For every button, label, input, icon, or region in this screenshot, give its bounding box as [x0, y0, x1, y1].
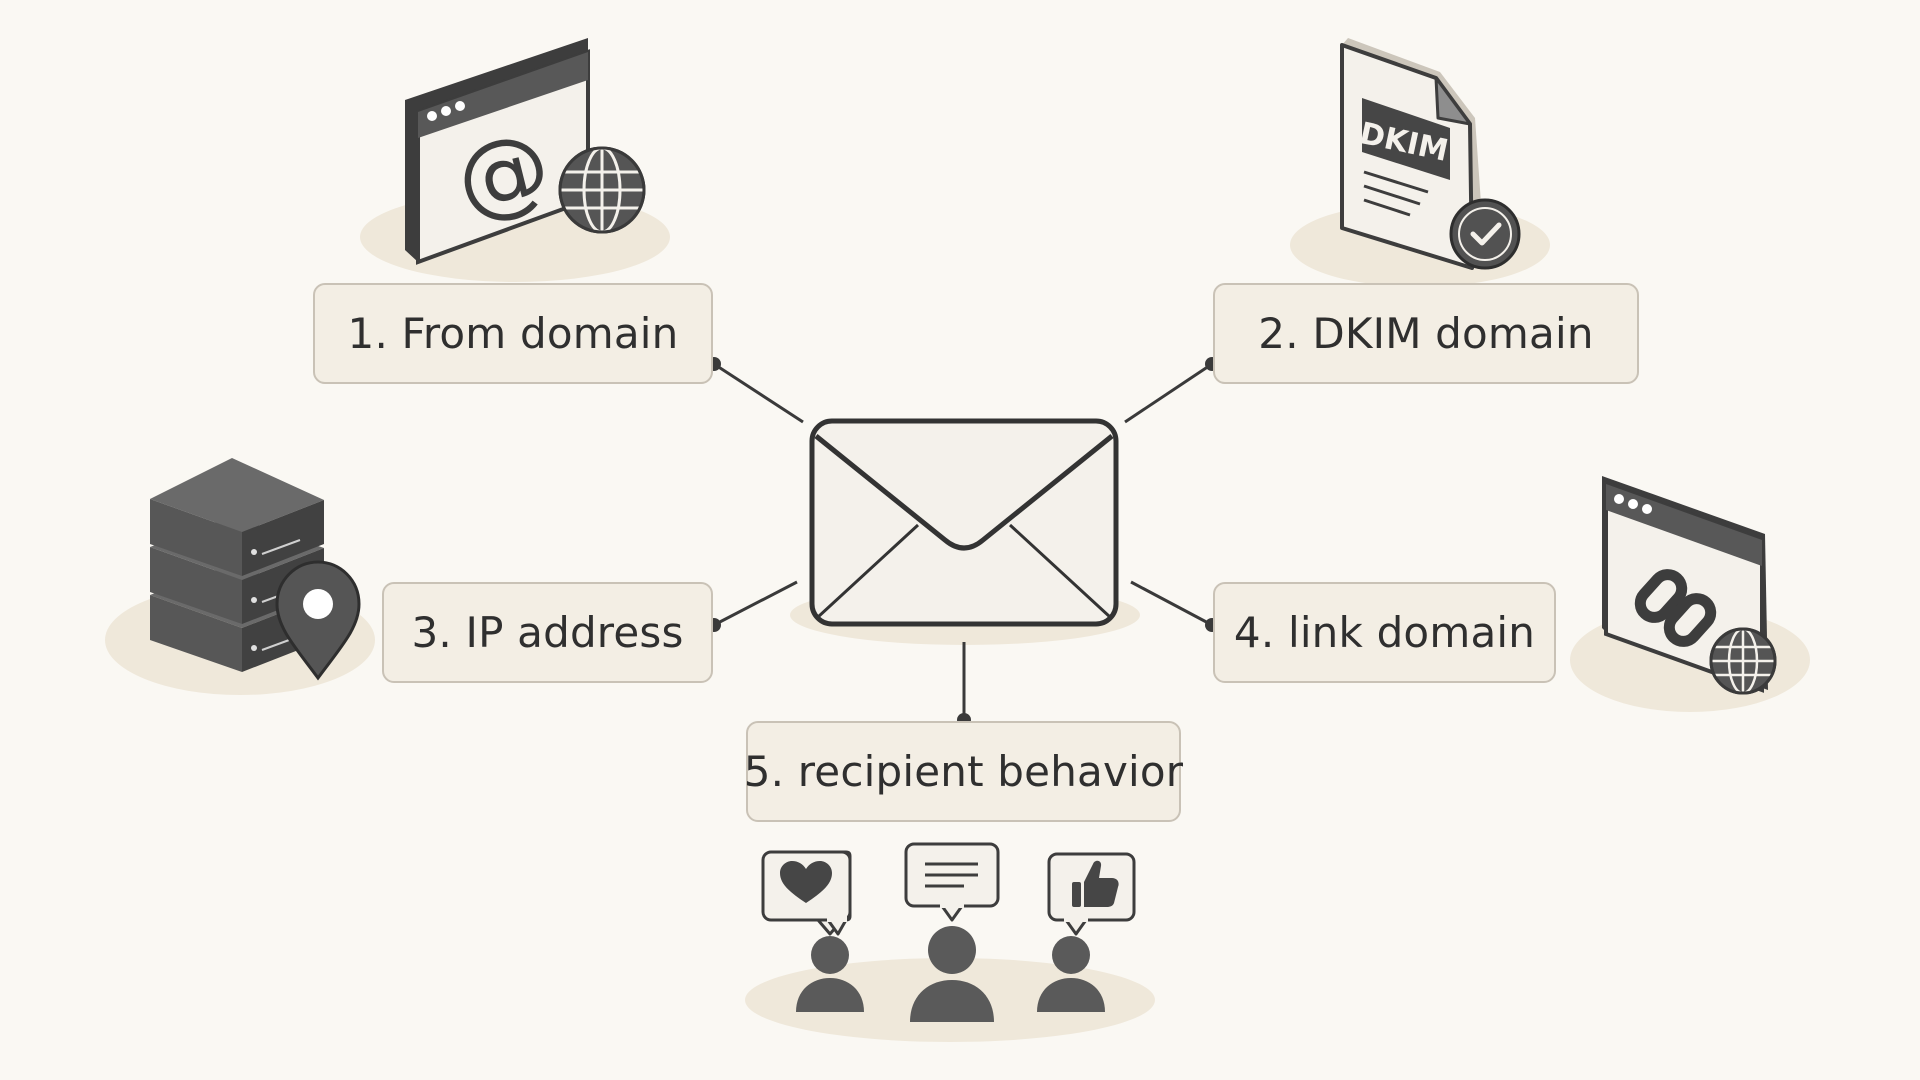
thumbs-up-bubble-icon: [1047, 852, 1136, 936]
person-center-icon: [910, 926, 994, 1022]
envelope-icon: [809, 418, 1119, 627]
check-badge-icon: [1449, 198, 1521, 270]
browser-link-globe-icon: [1602, 476, 1777, 695]
message-bubble-icon: [904, 842, 1000, 922]
connector-dkim-domain: [1124, 362, 1213, 424]
chain-link-icon: [1634, 569, 1717, 647]
server-location-pin-icon: [150, 458, 361, 681]
location-pin-icon: [275, 560, 361, 681]
globe-icon: [1709, 627, 1777, 695]
connector-from-domain: [713, 362, 804, 424]
label-link-domain: 4. link domain: [1213, 582, 1556, 683]
server-unit-top: [150, 458, 324, 576]
heart-bubble-icon: [761, 850, 852, 936]
person-right-icon: [1037, 936, 1105, 1012]
label-dkim-domain: 2. DKIM domain: [1213, 283, 1639, 384]
browser-at-globe-icon: @: [405, 38, 646, 265]
label-ip-address: 3. IP address: [382, 582, 713, 683]
people-reactions-icon: [761, 842, 1136, 1022]
connector-ip-address: [713, 580, 798, 627]
dkim-document-check-icon: DKIM: [1340, 38, 1521, 270]
person-left-icon: [796, 936, 864, 1012]
label-from-domain: 1. From domain: [313, 283, 713, 384]
label-recipient-behavior: 5. recipient behavior: [744, 721, 1183, 822]
connector-link-domain: [1130, 580, 1213, 627]
globe-icon: [558, 146, 646, 234]
